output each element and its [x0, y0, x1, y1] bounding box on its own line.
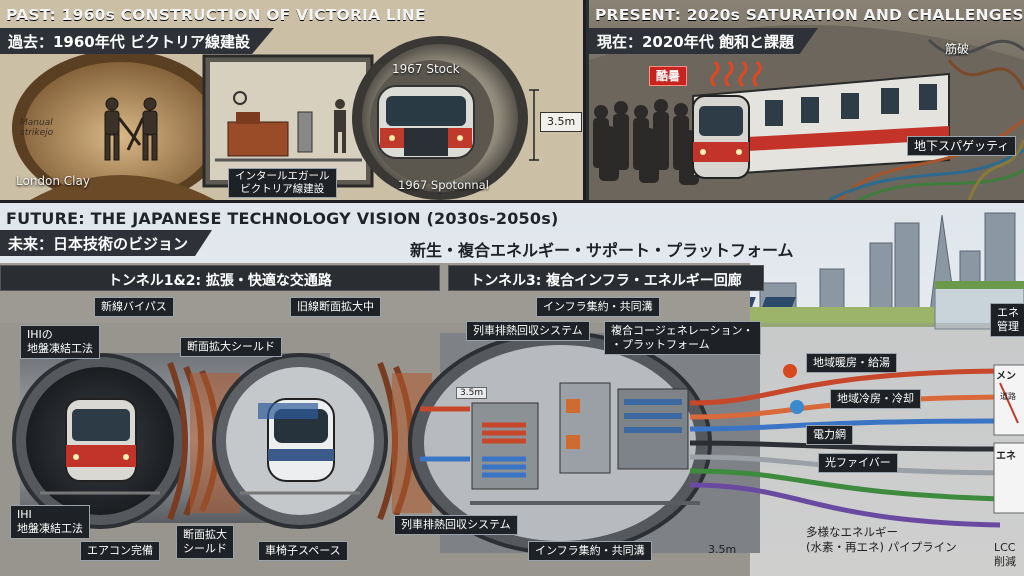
future-panel: FUTURE: THE JAPANESE TECHNOLOGY VISION (… — [0, 200, 1024, 576]
label-pipeline: 多様なエネルギー (水素・再エネ) パイプライン — [806, 525, 957, 554]
tunnel-1967-label: 1967 Spotonnal — [398, 178, 489, 192]
label-heat-recovery-top: 列車排熱回収システム — [466, 321, 590, 341]
present-panel: PRESENT: 2020s SATURATION AND CHALLENGES… — [589, 0, 1024, 200]
label-road: 道路 — [1000, 392, 1016, 401]
past-panel: PAST: 1960s CONSTRUCTION OF VICTORIA LIN… — [0, 0, 586, 200]
label-district-heat: 地域暖房・給湯 — [806, 353, 897, 373]
present-title-en: PRESENT: 2020s SATURATION AND CHALLENGES — [595, 6, 1024, 24]
spaghetti-label: 地下スパゲッティ — [907, 136, 1017, 156]
past-illustration — [0, 0, 583, 200]
decay-label: 筋破 — [945, 42, 970, 56]
label-aircon: エアコン完備 — [80, 541, 160, 561]
london-clay-label: London Clay — [16, 174, 90, 188]
present-illustration — [589, 0, 1024, 200]
past-title-en: PAST: 1960s CONSTRUCTION OF VICTORIA LIN… — [6, 6, 426, 24]
platform-title: 新生・複合エネルギー・サポート・プラットフォーム — [410, 241, 794, 260]
label-men: メン — [996, 371, 1016, 382]
heat-badge: 酷暑 — [649, 66, 688, 86]
label-ihi-bottom: IHI 地盤凍結工法 — [10, 505, 90, 539]
label-heat-recovery-bottom: 列車排熱回収システム — [394, 515, 518, 535]
future-title-en: FUTURE: THE JAPANESE TECHNOLOGY VISION (… — [6, 209, 559, 228]
label-wheelchair: 車椅子スペース — [258, 541, 348, 561]
manual-label: Manual strikejo — [20, 118, 54, 138]
label-sign-3-5m: 3.5m — [456, 387, 488, 399]
label-cogeneration: 複合コージェネレーション・ ・プラットフォーム — [604, 321, 761, 355]
present-title-jp: 現在：2020年代 飽和と課題 — [589, 28, 818, 54]
label-power-grid: 電力網 — [806, 425, 853, 445]
tunnel3-header: トンネル3: 複合インフラ・エネルギー回廊 — [448, 265, 764, 291]
label-infra-bottom: インフラ集約・共同溝 — [528, 541, 652, 561]
stock-1967-label: 1967 Stock — [392, 62, 460, 76]
label-shield-top: 断面拡大シールド — [180, 337, 282, 357]
label-energy-mgmt: エネ 管理 — [990, 303, 1024, 337]
future-title-jp: 未来：日本技術のビジョン — [0, 230, 213, 256]
label-dim-3-5m: 3.5m — [708, 543, 737, 556]
label-ihi-top: IHIの 地盤凍結工法 — [20, 325, 100, 359]
tunnel12-header: トンネル1&2: 拡張・快適な交通路 — [0, 265, 440, 291]
label-old-enlarge: 旧線断面拡大中 — [290, 297, 381, 317]
label-district-cool: 地域冷房・冷却 — [830, 389, 921, 409]
past-title-jp: 過去：1960年代 ビクトリア線建設 — [0, 28, 274, 54]
label-infra-top: インフラ集約・共同溝 — [536, 297, 660, 317]
label-lcc: LCC 削減 — [994, 541, 1016, 568]
label-ene: エネ — [996, 451, 1016, 462]
past-height-label: 3.5m — [540, 112, 583, 132]
label-shield-bottom: 断面拡大 シールド — [176, 525, 234, 559]
label-new-bypass: 新線バイパス — [94, 297, 174, 317]
label-fiber: 光ファイバー — [818, 453, 898, 473]
interior-caption: インタールエガール ビクトリア線建設 — [228, 168, 337, 198]
